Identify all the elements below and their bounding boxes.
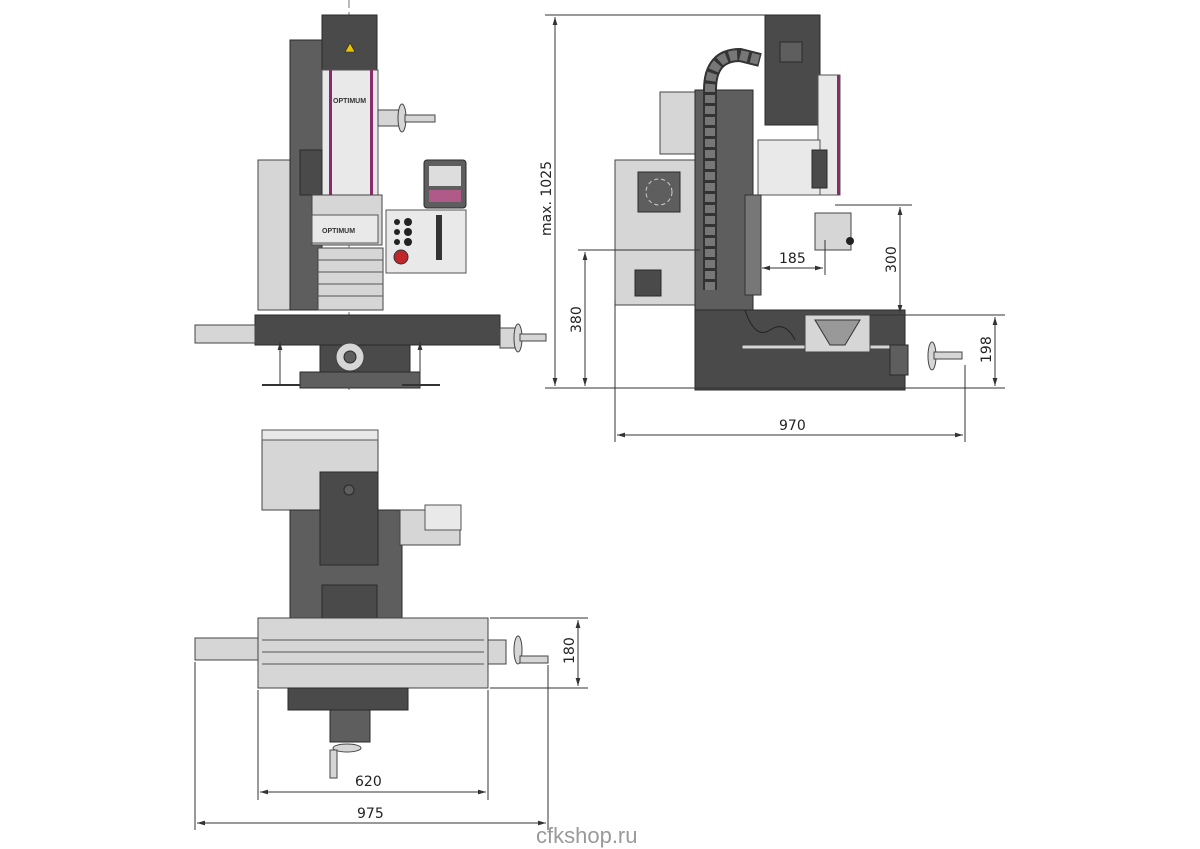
- warning-icon: [344, 42, 356, 53]
- bellows: [317, 247, 384, 311]
- dim-spindle-to-table: 300: [884, 246, 900, 273]
- control-panel: [385, 209, 467, 274]
- side-vise: [814, 212, 852, 251]
- side-view: [614, 14, 963, 391]
- dim-table-width: 180: [562, 637, 578, 664]
- dimension-labels: max. 1025 380 185 300 198 970 180 620 97…: [355, 161, 995, 822]
- side-motor: [764, 14, 821, 126]
- dim-table-length: 620: [355, 774, 382, 790]
- front-table: [254, 314, 501, 346]
- emergency-stop-icon: [393, 249, 409, 265]
- front-view: OPTIMUM OPTIMUM: [194, 0, 547, 390]
- table-left-end: [194, 324, 256, 344]
- dim-max-height: max. 1025: [539, 161, 555, 236]
- foot-arrows: [262, 342, 440, 386]
- y-handwheel-icon: [332, 743, 362, 753]
- dim-total-width: 975: [357, 806, 384, 822]
- front-motor: [321, 14, 378, 71]
- dro-display: [423, 159, 467, 209]
- dimension-lines: [194, 14, 1005, 830]
- side-base: [694, 309, 906, 391]
- main-switch-icon: [634, 269, 662, 297]
- slide-logo: OPTIMUM: [322, 228, 355, 235]
- dim-cabinet-height: 380: [569, 306, 585, 333]
- fan-icon: [637, 171, 681, 213]
- dim-side-length: 970: [779, 418, 806, 434]
- watermark: cfkshop.ru: [536, 823, 638, 848]
- head-logo: OPTIMUM: [333, 98, 366, 105]
- top-table: [257, 617, 489, 689]
- top-view: [194, 429, 549, 779]
- dim-throat-depth: 185: [779, 251, 806, 267]
- side-upper-box: [659, 91, 696, 155]
- top-base: [287, 687, 409, 711]
- dim-table-height: 198: [979, 336, 995, 363]
